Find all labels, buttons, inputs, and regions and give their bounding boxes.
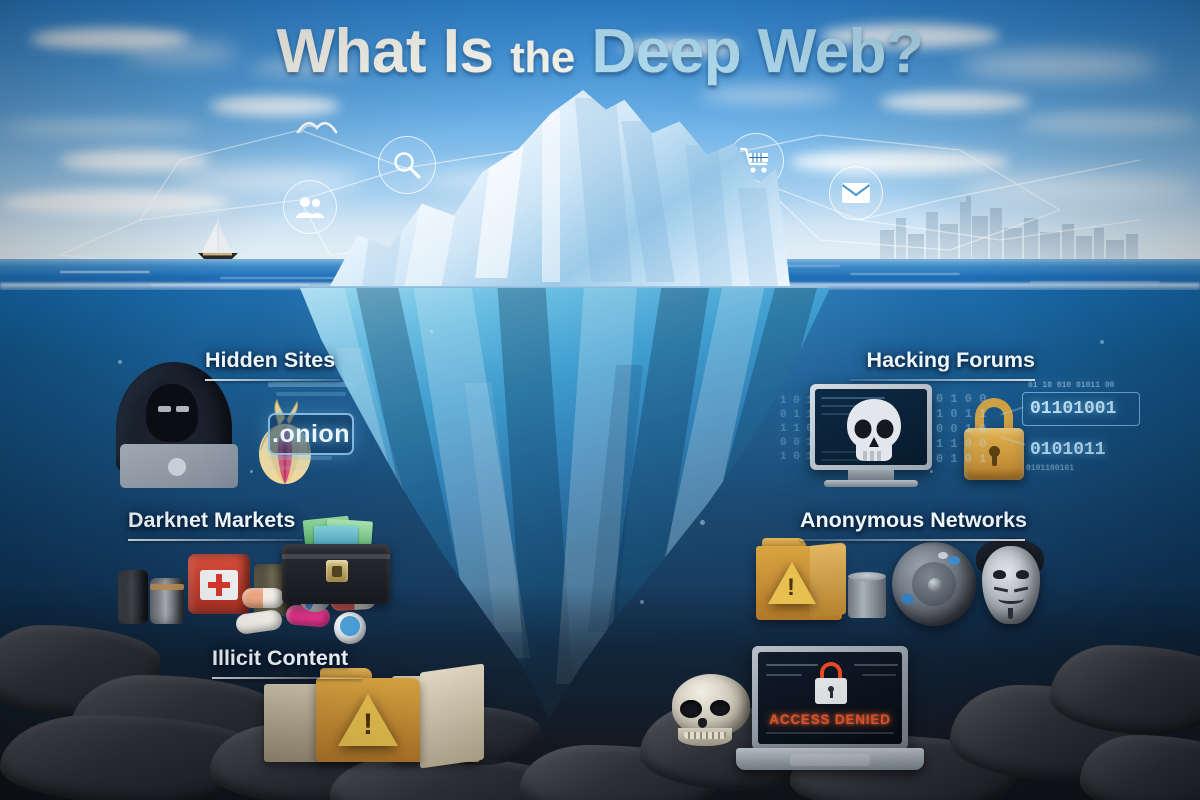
label-darknet-markets: Darknet Markets bbox=[128, 508, 303, 541]
skull-icon bbox=[847, 399, 901, 461]
anonymous-art: ! bbox=[752, 538, 1044, 630]
monitor-stand bbox=[848, 470, 894, 482]
skull-monitor-art bbox=[810, 384, 932, 470]
email-icon-node[interactable] bbox=[829, 166, 883, 220]
seagull bbox=[296, 121, 338, 134]
users-icon bbox=[296, 197, 324, 218]
label-hidden-sites: Hidden Sites bbox=[205, 348, 340, 381]
binary-code-loose: 0101011 bbox=[1030, 440, 1106, 460]
users-icon-node[interactable] bbox=[283, 180, 337, 234]
onion-domain-badge[interactable]: .onion bbox=[268, 413, 354, 455]
onion-url-panel bbox=[258, 382, 368, 478]
hooded-hacker-art bbox=[108, 358, 258, 498]
city-skyline bbox=[870, 196, 1200, 262]
shopping-cart-icon bbox=[740, 147, 768, 173]
red-padlock-icon bbox=[820, 662, 842, 680]
label-anonymous-networks: Anonymous Networks bbox=[800, 508, 1027, 541]
email-icon bbox=[841, 183, 871, 203]
gold-padlock-art bbox=[962, 398, 1026, 480]
access-denied-text: ACCESS DENIED bbox=[769, 712, 891, 727]
search-icon bbox=[394, 152, 421, 179]
label-underline bbox=[800, 539, 1025, 541]
binary-code-boxed: 01101001 bbox=[1030, 399, 1117, 419]
skull-bone-art bbox=[672, 674, 758, 750]
title-part-1: What Is bbox=[276, 17, 494, 86]
label-illicit-content-text: Illicit Content bbox=[212, 646, 349, 670]
label-underline bbox=[128, 539, 303, 541]
warning-triangle-icon bbox=[338, 694, 398, 746]
onion-domain-text: .onion bbox=[272, 419, 350, 448]
page-title: What Is the Deep Web? bbox=[0, 16, 1200, 87]
label-underline bbox=[850, 379, 1035, 381]
label-hacking-forums: Hacking Forums bbox=[850, 348, 1035, 381]
title-part-2: the bbox=[510, 33, 575, 82]
darknet-goods-art bbox=[118, 548, 398, 644]
binary-code-faint-top: 01 10 010 01011 00 bbox=[1028, 381, 1115, 390]
title-part-3: Deep Web? bbox=[591, 17, 924, 86]
label-anonymous-networks-text: Anonymous Networks bbox=[800, 508, 1027, 532]
label-hacking-forums-text: Hacking Forums bbox=[866, 348, 1035, 372]
warning-exclamation: ! bbox=[787, 574, 795, 601]
label-illicit-content: Illicit Content bbox=[212, 646, 362, 679]
access-denied-laptop: ACCESS DENIED bbox=[752, 646, 908, 750]
guy-fawkes-mask-icon bbox=[982, 546, 1040, 624]
money-briefcase-art bbox=[282, 515, 400, 628]
sailboat bbox=[198, 218, 238, 259]
illicit-files-art: ! bbox=[264, 662, 484, 772]
label-underline bbox=[205, 379, 340, 381]
laptop-screen: ACCESS DENIED bbox=[758, 652, 902, 744]
laptop-keyboard-base bbox=[736, 748, 924, 770]
search-icon-node[interactable] bbox=[378, 136, 436, 194]
label-hidden-sites-text: Hidden Sites bbox=[205, 348, 336, 372]
label-underline bbox=[212, 677, 362, 679]
binary-code-faint-bottom: 0101100101 bbox=[1026, 464, 1075, 473]
warning-triangle-icon bbox=[768, 562, 816, 604]
label-darknet-markets-text: Darknet Markets bbox=[128, 508, 296, 532]
binary-code-box bbox=[1022, 392, 1140, 426]
laptop-trackpad bbox=[790, 754, 870, 766]
warning-exclamation: ! bbox=[363, 708, 373, 741]
monitor-base bbox=[824, 480, 918, 487]
